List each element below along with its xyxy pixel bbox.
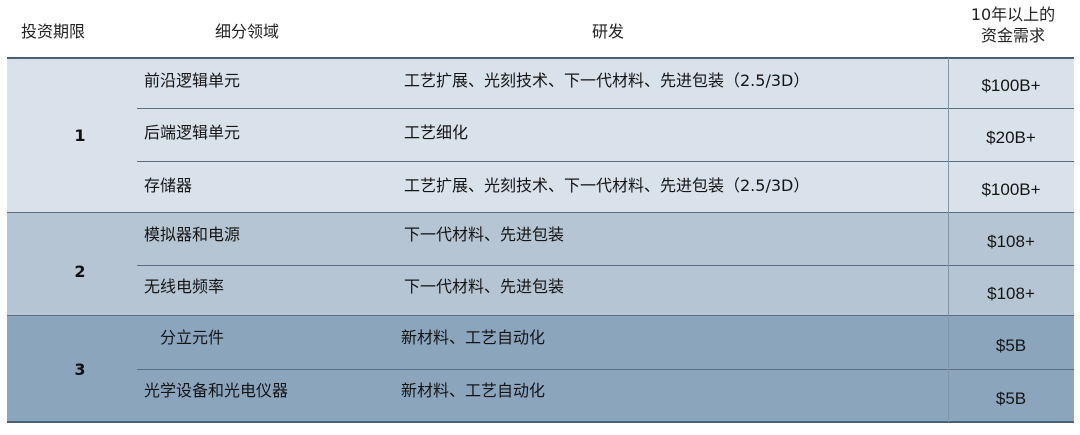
divider <box>137 161 1074 162</box>
row-rd: 工艺扩展、光刻技术、下一代材料、先进包装（2.5/3D） <box>404 176 810 195</box>
header-field: 细分领域 <box>215 22 280 41</box>
period-3: 3 <box>74 360 86 379</box>
divider <box>137 369 1074 370</box>
row-field: 模拟器和电源 <box>144 225 241 244</box>
period-1: 1 <box>74 126 86 145</box>
row-funding: $100B+ <box>981 76 1041 95</box>
row-funding: $100B+ <box>981 180 1041 199</box>
period-section-1 <box>7 58 1074 213</box>
divider <box>7 57 1074 59</box>
period-2: 2 <box>74 262 86 281</box>
header-rd: 研发 <box>592 22 625 41</box>
row-funding: $5B <box>995 389 1027 408</box>
row-rd: 下一代材料、先进包装 <box>404 225 565 244</box>
column-divider <box>948 58 949 422</box>
divider <box>7 212 1074 213</box>
row-funding: $108+ <box>987 232 1035 251</box>
divider <box>137 265 1074 266</box>
row-field: 存储器 <box>144 176 193 195</box>
header-funding: 10年以上的 资金需求 <box>958 4 1068 46</box>
row-rd: 新材料、工艺自动化 <box>401 328 546 347</box>
row-rd: 工艺细化 <box>404 123 469 142</box>
row-field: 光学设备和光电仪器 <box>144 381 289 400</box>
row-field: 前沿逻辑单元 <box>144 71 241 90</box>
header-period: 投资期限 <box>21 22 86 41</box>
divider <box>7 315 1074 316</box>
row-funding: $5B <box>995 336 1027 355</box>
row-funding: $108+ <box>987 284 1035 303</box>
table-header: 投资期限 细分领域 研发 10年以上的 资金需求 <box>0 0 1080 58</box>
row-field: 无线电频率 <box>144 277 225 296</box>
divider <box>137 108 1074 109</box>
row-field: 分立元件 <box>160 328 225 347</box>
row-funding: $20B+ <box>986 128 1036 147</box>
header-funding-line2: 资金需求 <box>980 26 1045 45</box>
period-section-2 <box>7 213 1074 316</box>
row-rd: 工艺扩展、光刻技术、下一代材料、先进包装（2.5/3D） <box>404 71 810 90</box>
row-rd: 下一代材料、先进包装 <box>404 277 565 296</box>
row-field: 后端逻辑单元 <box>144 123 241 142</box>
header-funding-line1: 10年以上的 <box>970 5 1056 24</box>
divider <box>7 421 1074 423</box>
row-rd: 新材料、工艺自动化 <box>401 381 546 400</box>
